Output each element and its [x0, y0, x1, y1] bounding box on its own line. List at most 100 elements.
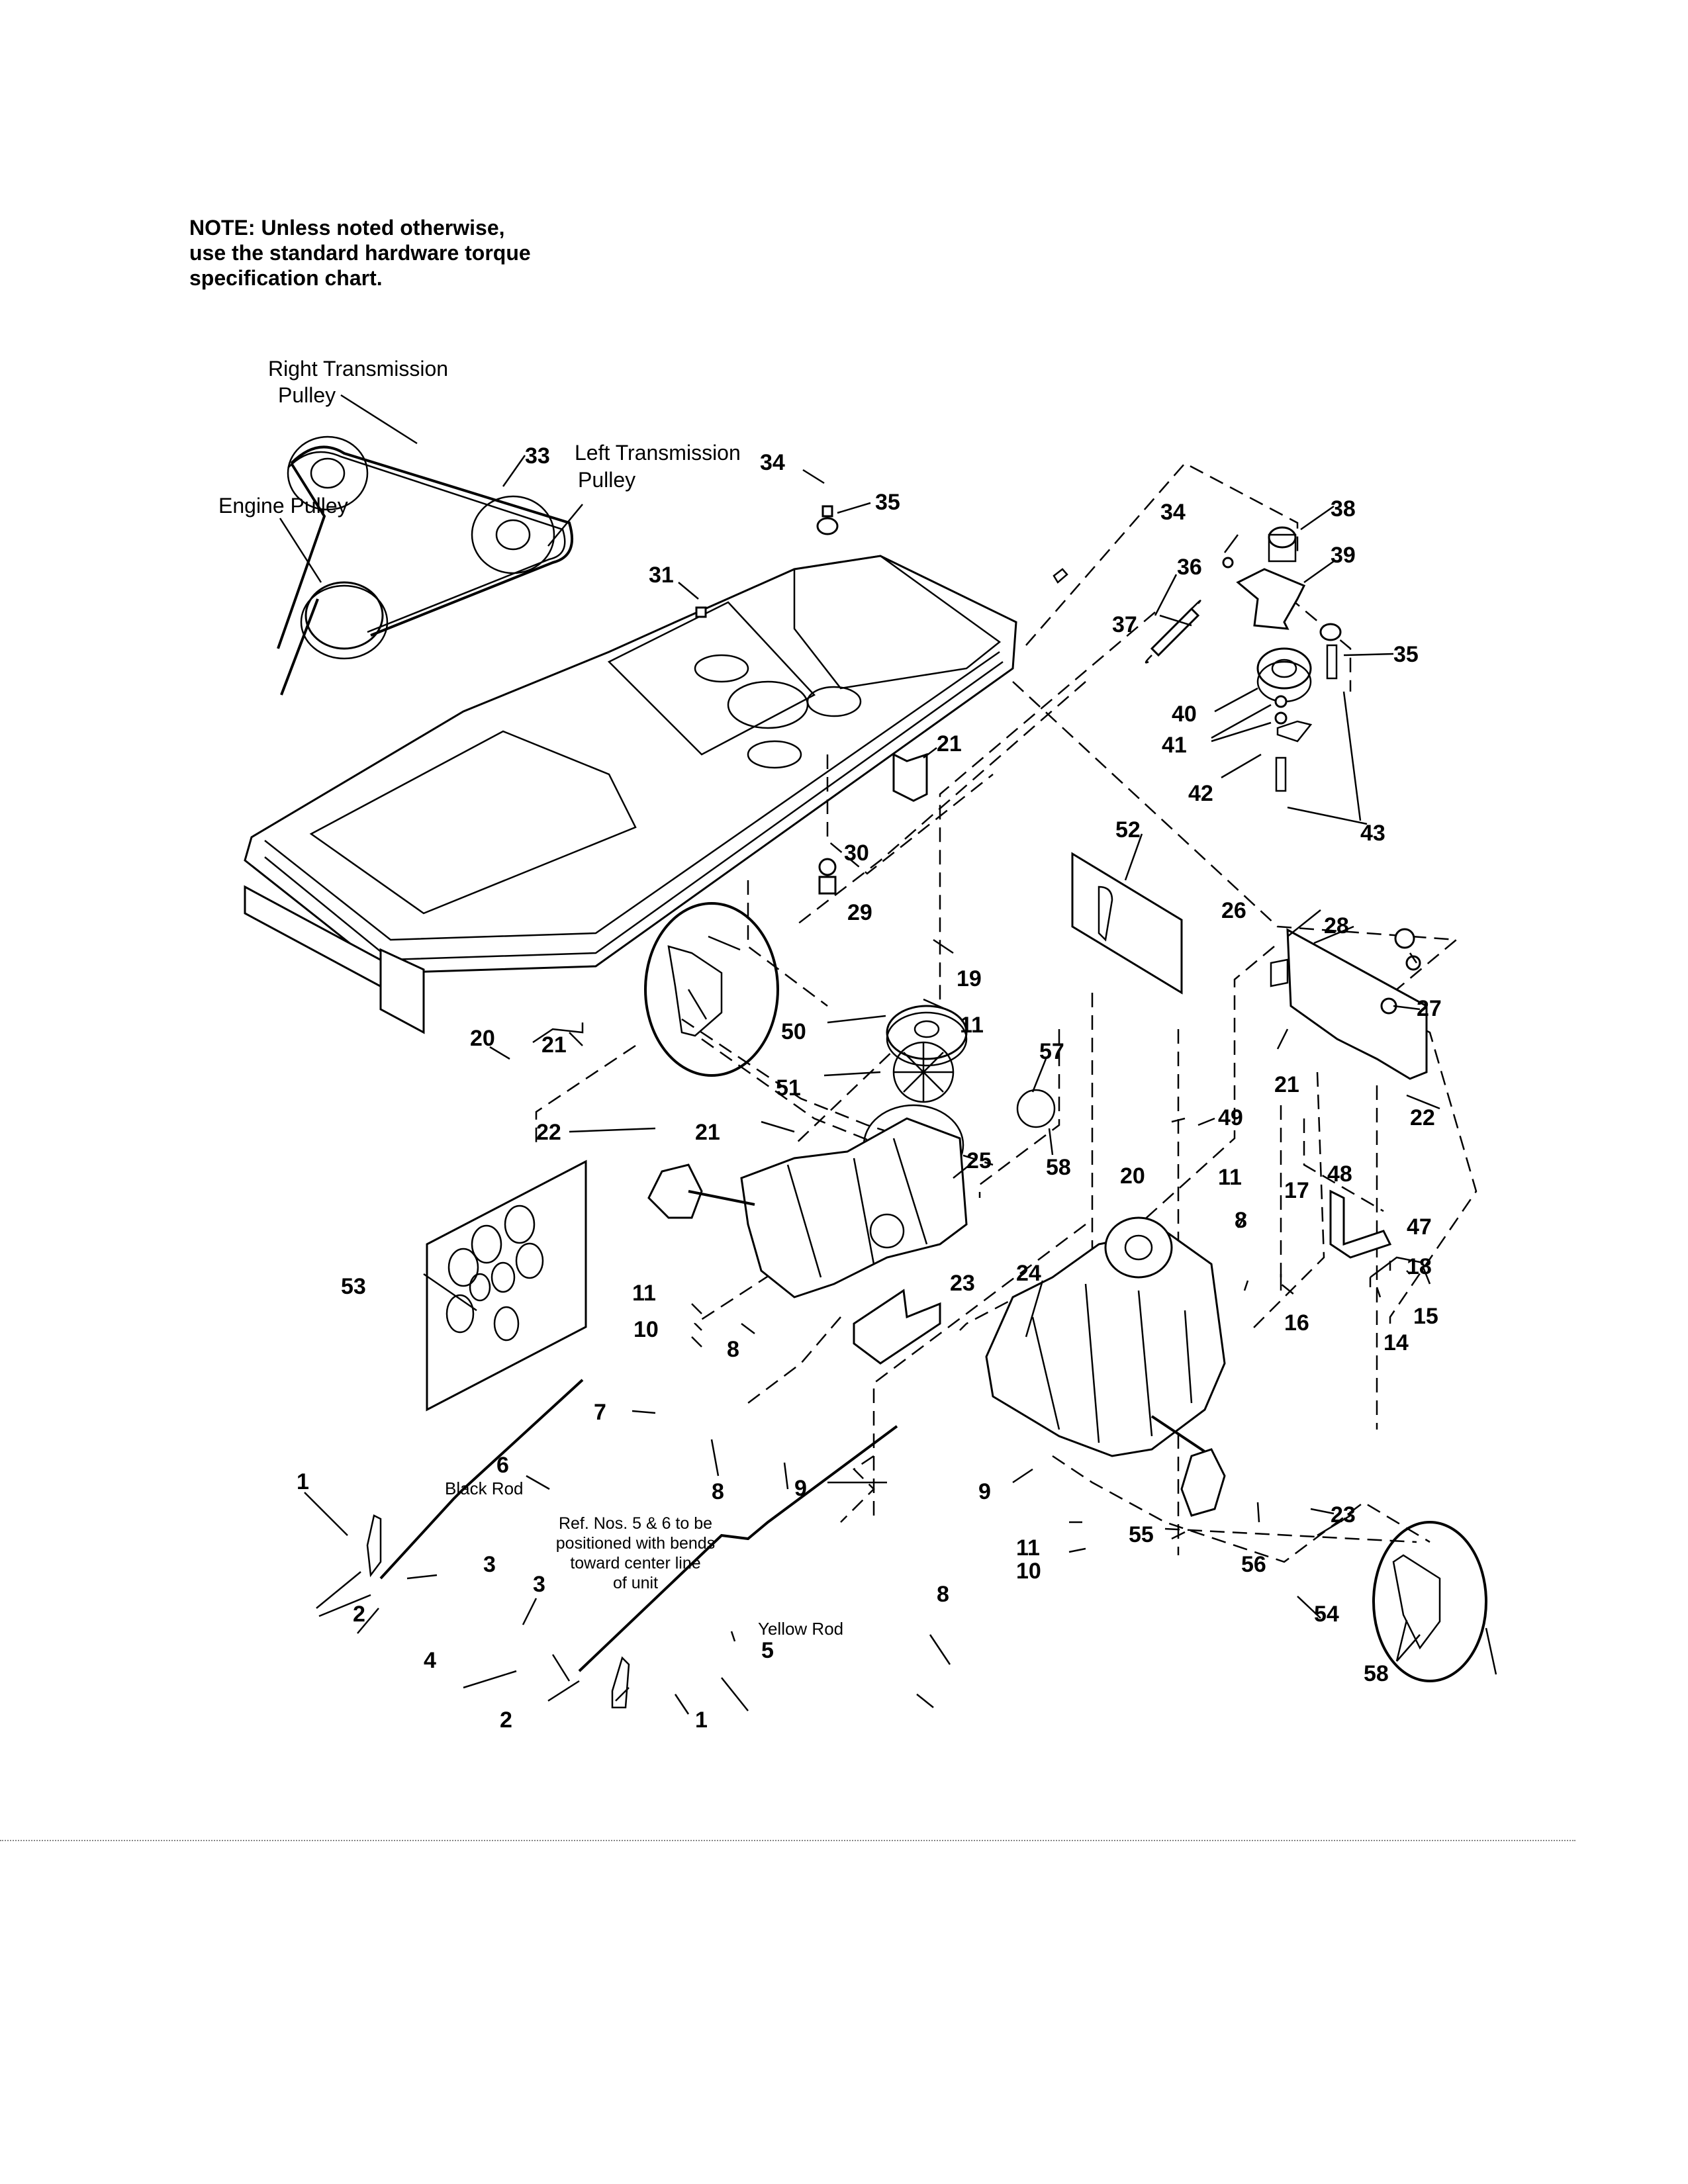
- callout-44: 47: [1407, 1214, 1432, 1240]
- callout-16: 17: [1284, 1178, 1309, 1203]
- callout-53: 56: [1241, 1552, 1266, 1577]
- callout-52: 55: [1129, 1522, 1154, 1547]
- bracket-23: [853, 1289, 941, 1365]
- callout-34: 34: [1160, 500, 1186, 525]
- callout-21: 21: [695, 1120, 720, 1145]
- callout-54: 57: [1039, 1039, 1064, 1064]
- callout-18: 20: [1120, 1163, 1145, 1189]
- callout-34: 34: [760, 450, 785, 475]
- callout-21: 22: [1410, 1105, 1435, 1130]
- callout-50: 53: [341, 1274, 366, 1299]
- callout-48: 51: [776, 1075, 801, 1101]
- callout-27: 27: [1417, 996, 1442, 1021]
- callout-2: 2: [500, 1707, 512, 1733]
- callout-47: 50: [781, 1019, 806, 1044]
- callout-8: 9: [978, 1479, 991, 1504]
- detail-circle-right: [1372, 1521, 1487, 1682]
- rod-note-line: positioned with bends: [556, 1534, 715, 1553]
- callout-22: 22: [536, 1120, 561, 1145]
- callout-39: 39: [1331, 543, 1356, 568]
- callout-4: 4: [424, 1648, 436, 1673]
- rod-positioning-note: Ref. Nos. 5 & 6 to be positioned with be…: [556, 1514, 715, 1592]
- callout-numbers: 33 34 35 31 36 37 34 38 39 35 40 41 42 4…: [297, 443, 1442, 1733]
- idler-spring: [1150, 607, 1200, 657]
- callout-35: 35: [1393, 642, 1419, 667]
- callout-11: 11: [1016, 1535, 1040, 1561]
- callout-14: 15: [1413, 1304, 1438, 1329]
- left-transmission: [647, 1117, 968, 1298]
- detail-circle-left: [644, 902, 779, 1077]
- callout-38: 38: [1331, 496, 1356, 522]
- callout-8: 8: [712, 1479, 724, 1504]
- yellow-rod-5: [578, 1425, 898, 1672]
- caption-left-transmission-pulley-1: Left Transmission: [575, 441, 741, 465]
- callout-1: 1: [297, 1469, 309, 1494]
- note-line: specification chart.: [189, 266, 383, 290]
- rod-note-line: Ref. Nos. 5 & 6 to be: [559, 1514, 712, 1533]
- callout-45: 48: [1327, 1161, 1352, 1187]
- belt-drive-inset: [277, 435, 574, 696]
- callout-40: 40: [1172, 702, 1197, 727]
- callout-9: 9: [794, 1476, 807, 1501]
- callout-11: 11: [632, 1281, 656, 1306]
- caption-engine-pulley: Engine Pulley: [218, 494, 348, 518]
- rod-note-line: of unit: [613, 1574, 658, 1592]
- caption-left-transmission-pulley-2: Pulley: [578, 468, 635, 492]
- callout-24: 24: [1016, 1261, 1041, 1286]
- callout-7: 8: [937, 1582, 949, 1607]
- callout-21: 21: [1274, 1072, 1299, 1097]
- callout-26: 26: [1221, 898, 1246, 923]
- callout-43: 43: [1360, 821, 1385, 846]
- drive-belt: [277, 445, 574, 696]
- callout-10: 10: [1016, 1559, 1041, 1584]
- callout-37: 37: [1112, 612, 1137, 637]
- callout-10: 10: [633, 1317, 659, 1342]
- callout-41: 41: [1162, 733, 1187, 758]
- caption-yellow-rod: Yellow Rod: [758, 1619, 843, 1639]
- callout-56: 58: [1364, 1661, 1389, 1686]
- callout-5: 5: [761, 1638, 774, 1663]
- gear-54: [1016, 1089, 1056, 1128]
- callout-22: 23: [1331, 1502, 1356, 1527]
- callout-42: 42: [1188, 781, 1213, 806]
- callout-30: 30: [844, 841, 869, 866]
- pulley-47: [886, 1005, 968, 1060]
- black-rod-6: [379, 1379, 584, 1580]
- callout-31: 31: [649, 563, 674, 588]
- right-transmission: [985, 1216, 1226, 1517]
- note-line: use the standard hardware torque: [189, 241, 531, 265]
- callout-28: 28: [1324, 913, 1349, 938]
- note-line: NOTE: Unless noted otherwise,: [189, 216, 505, 240]
- bracket-26: [1286, 928, 1428, 1080]
- right-transmission-pulley: [287, 435, 369, 511]
- callout-2: 2: [353, 1602, 365, 1627]
- callout-18: 19: [957, 966, 982, 991]
- callout-19: 20: [470, 1026, 495, 1051]
- hub-52: [1180, 1448, 1226, 1517]
- callout-17: 18: [1407, 1254, 1432, 1279]
- callout-13: 14: [1383, 1330, 1409, 1355]
- callout-35: 35: [875, 490, 900, 515]
- callout-7: 7: [594, 1400, 606, 1425]
- callout-55: 58: [1046, 1155, 1071, 1180]
- callout-51: 54: [1314, 1602, 1339, 1627]
- engine-pulley: [305, 581, 384, 650]
- rod-14: [1369, 1256, 1424, 1287]
- kit-card-50: [426, 1160, 587, 1412]
- page-footer-rule: [0, 1840, 1575, 1841]
- callout-20: 21: [541, 1032, 567, 1058]
- caption-right-transmission-pulley-2: Pulley: [278, 383, 336, 407]
- callout-21: 21: [937, 731, 962, 756]
- callout-11: 11: [1218, 1165, 1242, 1190]
- callout-46: 49: [1218, 1105, 1243, 1130]
- leader-lines: [304, 455, 1497, 1715]
- callout-23: 23: [950, 1271, 975, 1296]
- callout-36: 36: [1177, 555, 1202, 580]
- callout-6: 6: [496, 1453, 509, 1478]
- callout-15: 16: [1284, 1310, 1309, 1336]
- callout-1: 1: [695, 1707, 708, 1733]
- callout-49: 52: [1115, 817, 1141, 842]
- callout-3: 3: [483, 1552, 496, 1577]
- caption-right-transmission-pulley-1: Right Transmission: [268, 357, 448, 381]
